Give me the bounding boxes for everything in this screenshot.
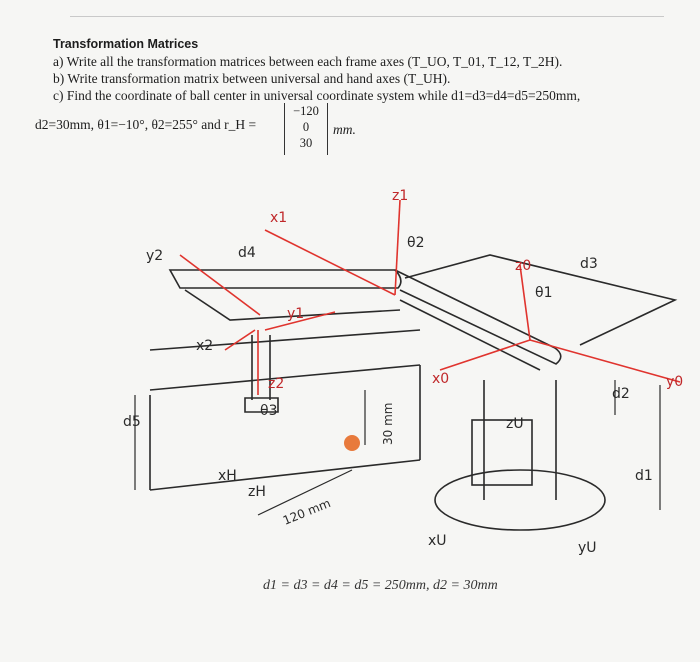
theta1-label: θ1 xyxy=(535,285,552,301)
dim-30-label: 30 mm xyxy=(381,403,395,445)
zu-label: zU xyxy=(506,416,524,432)
z0-label: z0 xyxy=(515,258,531,274)
link-diagonal xyxy=(394,269,562,365)
question-c-params: d2=30mm, θ1=−10°, θ2=255° and r_H = xyxy=(35,117,257,132)
column-block xyxy=(471,419,533,486)
y0-axis xyxy=(529,339,681,383)
problem-statement: Transformation Matrices a) Write all the… xyxy=(35,37,693,133)
d3-label: d3 xyxy=(580,256,598,272)
xh-label: xH xyxy=(218,468,237,484)
y2-axis xyxy=(179,254,261,316)
zh-label: zH xyxy=(248,484,266,500)
top-divider xyxy=(70,16,664,17)
question-c: c) Find the coordinate of ball center in… xyxy=(53,88,581,103)
shoulder-plate xyxy=(404,254,678,346)
matrix-row: −120 xyxy=(293,104,319,118)
x2-label: x2 xyxy=(196,338,213,354)
forearm-bottom xyxy=(149,459,421,491)
dimension-lines xyxy=(134,380,661,516)
matrix-unit: mm. xyxy=(333,122,356,137)
link-bottom xyxy=(399,299,541,371)
z2-label: z2 xyxy=(268,376,284,392)
x1-axis xyxy=(264,229,396,296)
theta3-label: θ3 xyxy=(260,403,277,419)
z1-label: z1 xyxy=(392,188,408,204)
forearm-mid xyxy=(149,364,421,391)
x2-axis xyxy=(224,329,256,351)
ball xyxy=(344,435,360,451)
z1-axis xyxy=(394,199,401,296)
diagram-labels: x1 z1 θ2 y2 d4 z0 d3 θ1 y1 x2 z2 x0 y0 d… xyxy=(123,188,683,556)
dim-120-line xyxy=(257,469,353,516)
dimension-equation: d1 = d3 = d4 = d5 = 250mm, d2 = 30mm xyxy=(263,578,498,593)
question-b: b) Write transformation matrix between u… xyxy=(53,71,451,86)
y1-label: y1 xyxy=(287,306,304,322)
page-title: Transformation Matrices xyxy=(53,37,199,51)
forearm-top xyxy=(149,329,421,351)
x1-label: x1 xyxy=(270,210,287,226)
x0-axis xyxy=(439,339,531,371)
wrist-column xyxy=(251,335,271,400)
d1-label: d1 xyxy=(635,468,653,484)
base-ellipse xyxy=(434,469,606,531)
matrix-row: 0 xyxy=(302,120,310,134)
theta2-label: θ2 xyxy=(407,235,424,251)
matrix-row: 30 xyxy=(299,136,313,150)
y1-axis xyxy=(264,311,336,331)
forearm-sides xyxy=(149,365,421,490)
position-vector-matrix: −120 0 30 xyxy=(284,103,328,155)
robot-arm-diagram: x1 z1 θ2 y2 d4 z0 d3 θ1 y1 x2 z2 x0 y0 d… xyxy=(123,188,683,556)
d5-label: d5 xyxy=(123,414,141,430)
d2-label: d2 xyxy=(612,386,630,402)
question-a: a) Write all the transformation matrices… xyxy=(53,54,563,69)
elbow-edge xyxy=(184,289,401,321)
frame-axes xyxy=(179,199,681,451)
yu-label: yU xyxy=(578,540,597,556)
column xyxy=(483,380,557,500)
d4-label: d4 xyxy=(238,245,256,261)
xu-label: xU xyxy=(428,533,447,549)
x0-label: x0 xyxy=(432,371,449,387)
robot-structure xyxy=(149,254,678,531)
z0-axis xyxy=(519,264,531,341)
y2-label: y2 xyxy=(146,248,163,264)
wrist-joint xyxy=(244,397,279,413)
y0-label: y0 xyxy=(666,374,683,390)
